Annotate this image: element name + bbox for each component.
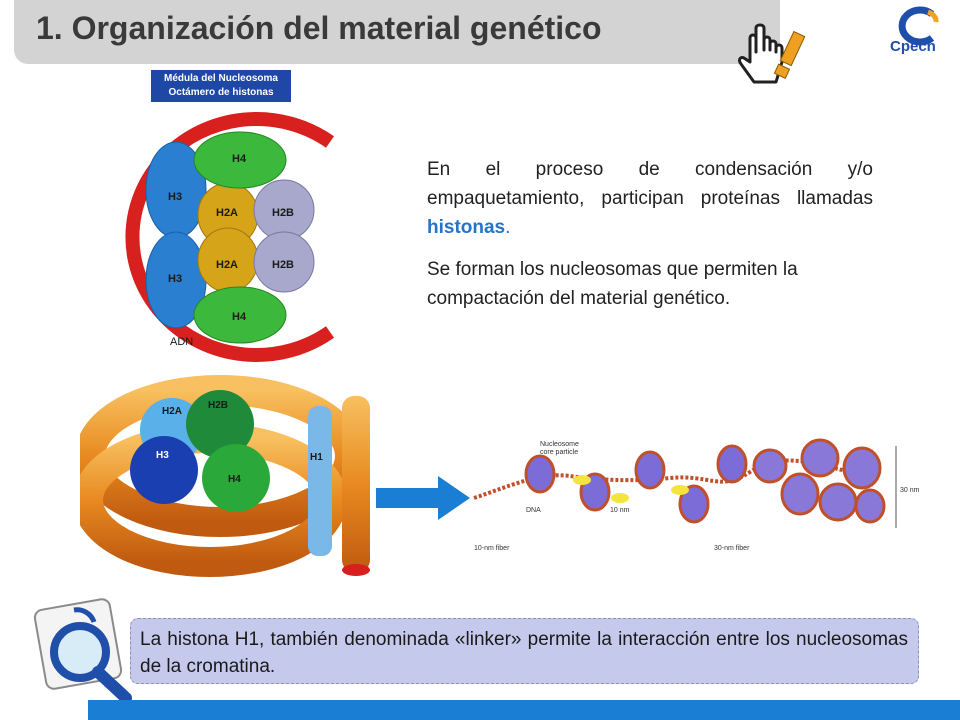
chromatin-fiber-diagram: Nucleosome core particle DNA 10 nm 10-nm… [473, 438, 920, 552]
histone-label-h2a-top: H2A [216, 207, 238, 219]
octamer-label: Médula del Nucleosoma Octámero de histon… [151, 70, 291, 102]
info-box [130, 618, 919, 684]
model-label-h2a: H2A [162, 406, 182, 417]
dna-label: ADN [170, 336, 193, 348]
octamer-label-line2: Octámero de histonas [168, 87, 274, 98]
paragraph-histonas-text: En el proceso de condensación y/o empaqu… [427, 159, 873, 209]
histone-label-h4-bottom: H4 [232, 311, 247, 323]
fiber-core-particle-label: core particle [540, 449, 578, 456]
model-label-h3: H3 [156, 450, 169, 461]
cpech-logo-icon [898, 6, 939, 46]
fiber-nucleosome-label: Nucleosome [540, 441, 579, 448]
magnifier-icon [33, 598, 132, 704]
histonas-period: . [505, 217, 511, 238]
histone-label-h3-bottom: H3 [168, 273, 182, 285]
paragraph-nucleosomas: Se forman los nucleosomas que permiten l… [427, 259, 798, 309]
arrow-right-icon [376, 476, 470, 520]
fiber-dna-label: DNA [526, 507, 541, 514]
paragraph-histonas: En el proceso de condensación y/o empaqu… [427, 155, 873, 242]
octamer-label-line1: Médula del Nucleosoma [164, 73, 278, 84]
pointer-hand-icon [738, 23, 806, 84]
fiber-30nm-fiber-label: 30-nm fiber [714, 545, 750, 552]
title-bar [14, 0, 780, 64]
logo-text: Cpech [890, 38, 936, 55]
model-label-h1: H1 [310, 452, 323, 463]
histone-label-h2b-top: H2B [272, 207, 294, 219]
histone-label-h2b-bottom: H2B [272, 259, 294, 271]
info-text: La histona H1, también denominada «linke… [140, 629, 908, 677]
fiber-30nm-label: 30 nm [900, 487, 920, 494]
histone-label-h2a-bottom: H2A [216, 259, 238, 271]
nucleosome-octamer-diagram: H4 H3 H2A H2B H3 H2A H2B H4 ADN [125, 112, 335, 362]
model-label-h2b: H2B [208, 400, 228, 411]
fiber-10nm-fiber-label: 10-nm fiber [474, 545, 510, 552]
histone-label-h3-top: H3 [168, 191, 182, 203]
nucleosome-3d-model: H2A H2B H3 H4 H1 [80, 375, 370, 577]
histonas-highlight: histonas [427, 217, 506, 238]
bottom-accent-bar [88, 700, 960, 720]
page-title: 1. Organización del material genético [36, 10, 602, 46]
histone-label-h4-top: H4 [232, 153, 247, 165]
model-label-h4: H4 [228, 474, 241, 485]
fiber-10nm-label: 10 nm [610, 507, 630, 514]
